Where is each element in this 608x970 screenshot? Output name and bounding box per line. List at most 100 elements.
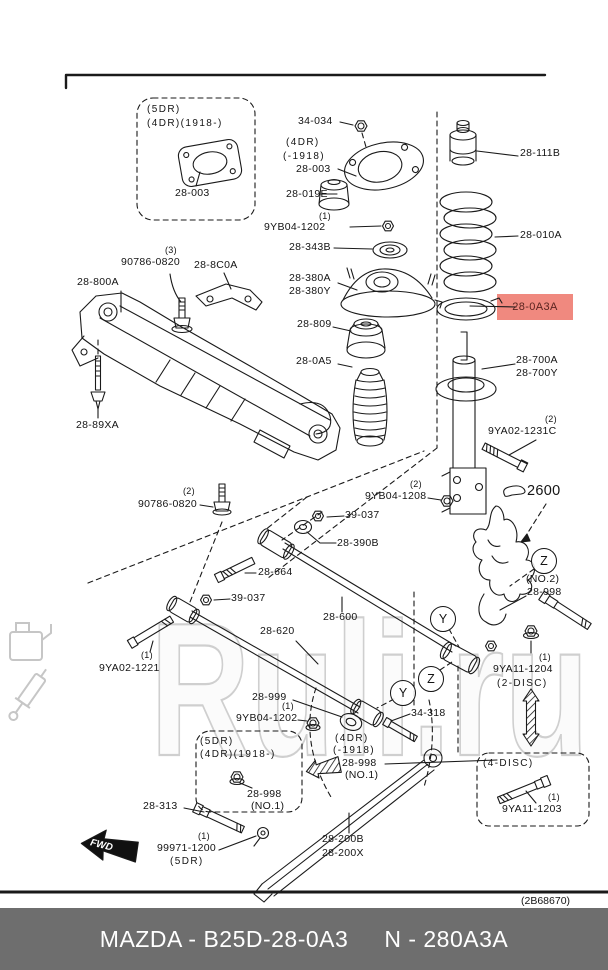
margin-shock-absorber-icon [8, 668, 47, 722]
mount-plate-drawing [344, 141, 424, 191]
bolt-9ya02-1221-drawing [126, 615, 175, 649]
bolt-28-313-drawing [192, 802, 245, 834]
part-label: 28-8C0A [194, 259, 238, 271]
variant-box-4-disc [476, 752, 590, 827]
bolt-90786-0820b-drawing [212, 483, 232, 516]
part-label: 28-700A [516, 354, 558, 366]
horizontal-hatched-arrow [305, 756, 342, 779]
part-label: (NO.2) [526, 573, 560, 585]
rubber-seat-drawing [346, 318, 386, 359]
trailing-arm-drawing [253, 748, 443, 903]
nut-34-034-drawing [354, 120, 368, 132]
bolt-28-664-drawing [213, 556, 256, 584]
fwd-arrow [80, 829, 139, 863]
part-label: 9YA02-1221 [99, 662, 160, 674]
part-qty: (1) [539, 652, 551, 662]
nut-9yb04-1202b-drawing [305, 717, 321, 732]
bump-rubber-drawing [449, 119, 477, 166]
part-qty: (2) [545, 414, 557, 424]
part-qty: (1) [319, 211, 331, 221]
part-qty: (1) [198, 831, 210, 841]
part-label: (4DR) [335, 733, 369, 744]
part-label: 9YA11-1203 [502, 803, 562, 815]
part-label: (-1918) [333, 745, 376, 756]
part-label: 28-390B [337, 537, 379, 549]
part-label: (NO.1) [345, 769, 379, 781]
footer-part-code: MAZDA - B25D-28-0A3 [99, 925, 349, 952]
nut-9yb04-1202-drawing [381, 220, 395, 232]
part-qty: (2) [410, 479, 422, 489]
part-label: 28-620 [260, 625, 295, 637]
highlighted-part-label: 28-0A3A [512, 301, 558, 313]
nut-9yb04-1208-drawing [440, 495, 454, 507]
part-label: (4DR) [286, 137, 320, 148]
watermark-text: Ruli.ru [150, 584, 589, 796]
part-label: 28-999 [252, 691, 287, 703]
gasket-drawing [177, 138, 243, 188]
part-label: (4DR)(1918-) [200, 749, 276, 760]
part-label: 99971-1200 [157, 842, 217, 854]
part-label: 28-200B [322, 833, 364, 845]
lateral-rod-28-600-drawing [257, 528, 481, 675]
marker-y1: Y [430, 606, 456, 632]
dust-boot-drawing [352, 367, 388, 447]
nut-right-drawing [484, 640, 498, 652]
part-label: 28-019E [286, 188, 328, 200]
bracket-28-8c0a-drawing [195, 283, 263, 311]
part-label: 9YA02-1231C [488, 425, 557, 437]
part-label: 28-89XA [76, 419, 119, 431]
footer-bar: MAZDA - B25D-28-0A3 N - 280A3A [0, 908, 608, 970]
marker-z2: Z [531, 548, 557, 574]
washer-28-999-drawing [339, 713, 363, 731]
part-label: (5DR) [147, 104, 181, 115]
part-qty: (2) [183, 486, 195, 496]
part-label: 39-037 [345, 509, 380, 521]
part-label: 28-809 [297, 318, 332, 330]
part-label: 28-0A5 [296, 355, 332, 367]
part-qty: (1) [141, 650, 153, 660]
mount-28-343b-drawing [372, 241, 408, 259]
bolt-28-89xa-drawing [90, 355, 106, 410]
part-label: 28-998 [247, 788, 282, 800]
bolt-9ya02-1231c-drawing [481, 442, 529, 473]
part-label: 28-998 [342, 757, 377, 769]
part-label: 2600 [527, 483, 561, 499]
part-label: 34-034 [298, 115, 333, 127]
part-label: 28-003 [296, 163, 331, 175]
part-label: 28-700Y [516, 367, 558, 379]
footer-catalog-code: N - 280A3A [384, 925, 509, 952]
part-qty: (1) [548, 792, 560, 802]
marker-y2: Y [390, 680, 416, 706]
clip-arrowhead [520, 533, 531, 543]
leader-lines [97, 121, 537, 851]
bolt-34-318-drawing [382, 716, 418, 743]
washer-28-390b-drawing [293, 519, 313, 535]
bump-stop-drawing [318, 178, 350, 211]
bolt-28-998-no2-drawing [538, 590, 592, 631]
part-label: (5DR) [170, 856, 204, 867]
part-label: 28-998 [527, 586, 562, 598]
part-label: (4-DISC) [483, 758, 534, 769]
strut-mount-drawing [340, 267, 443, 318]
nut-39-037a-drawing [311, 510, 325, 522]
nut-39-037b-drawing [199, 594, 213, 606]
knuckle-drawing [472, 505, 536, 626]
part-label: 28-200X [322, 847, 364, 859]
part-qty: (1) [282, 701, 294, 711]
part-label: (5DR) [200, 736, 234, 747]
part-label: (NO.1) [251, 800, 285, 812]
part-label: 9YB04-1202 [264, 221, 326, 233]
margin-canister-icon [9, 622, 52, 661]
part-label: 28-313 [143, 800, 178, 812]
nut-9ya11-1204-drawing [522, 625, 540, 640]
part-label: (4DR)(1918-) [147, 118, 223, 129]
clip-99971-1200-drawing [253, 826, 270, 847]
variant-box-28-998-no1 [195, 730, 303, 813]
part-label: 34-318 [411, 707, 446, 719]
marker-z1: Z [418, 666, 444, 692]
vertical-hatched-arrow [522, 688, 540, 747]
part-qty: (3) [165, 245, 177, 255]
strut-drawing [435, 331, 497, 515]
